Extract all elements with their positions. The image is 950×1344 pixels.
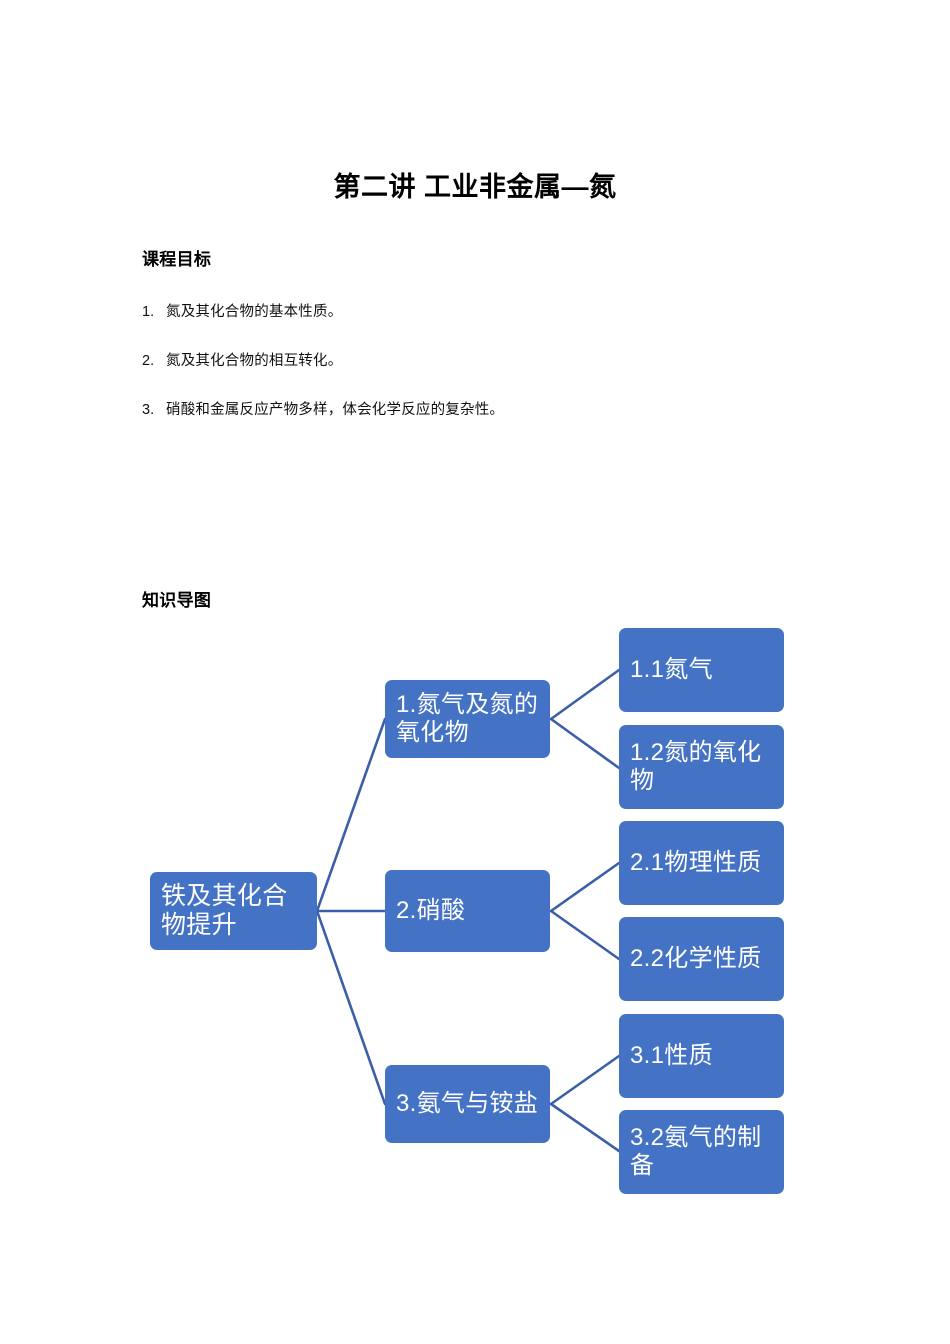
list-item-number: 1. (142, 304, 155, 320)
list-item-number: 3. (142, 401, 155, 418)
mindmap-node-branch-3[interactable]: 3.氨气与铵盐 (385, 1065, 550, 1143)
mindmap-node-label: 2.硝酸 (396, 896, 466, 924)
connector-branch-2-to-child-2 (549, 909, 621, 961)
connector-branch-1-to-child-2 (549, 717, 621, 770)
mindmap-node-label: 1.氮气及氮的氧化物 (396, 690, 539, 746)
connector-branch-3-to-child-1 (549, 1054, 621, 1106)
connector-root-to-branch-3 (315, 909, 387, 1106)
mindmap-node-label: 2.1物理性质 (630, 848, 762, 876)
mindmap-node-branch-2-child-1[interactable]: 2.1物理性质 (619, 821, 784, 905)
course-goals-list: 1. 氮及其化合物的基本性质。 2. 氮及其化合物的相互转化。 3. 硝酸和金属… (142, 302, 802, 448)
mindmap-node-label: 1.1氮气 (630, 655, 713, 683)
mindmap-node-label: 3.氨气与铵盐 (396, 1089, 539, 1117)
list-item: 2. 氮及其化合物的相互转化。 (142, 351, 802, 373)
mindmap-node-label: 3.1性质 (630, 1041, 713, 1069)
connector-branch-1-to-child-1 (549, 668, 621, 721)
mindmap-node-branch-1-child-2[interactable]: 1.2氮的氧化物 (619, 725, 784, 809)
mindmap-node-root[interactable]: 铁及其化合物提升 (150, 872, 317, 950)
list-item: 1. 氮及其化合物的基本性质。 (142, 302, 802, 324)
connector-root-to-branch-1 (315, 717, 387, 913)
mindmap-node-label: 3.2氨气的制备 (630, 1123, 762, 1179)
mindmap-node-branch-2-child-2[interactable]: 2.2化学性质 (619, 917, 784, 1001)
mindmap-node-branch-2[interactable]: 2.硝酸 (385, 870, 550, 952)
list-item-text: 氮及其化合物的基本性质。 (166, 304, 343, 320)
list-item: 3. 硝酸和金属反应产物多样，体会化学反应的复杂性。 (142, 400, 802, 422)
page-title: 第二讲 工业非金属—氮 (333, 172, 617, 203)
mindmap-node-branch-3-child-2[interactable]: 3.2氨气的制备 (619, 1110, 784, 1194)
mindmap-node-branch-1-child-1[interactable]: 1.1氮气 (619, 628, 784, 712)
mindmap-node-label: 2.2化学性质 (630, 944, 762, 972)
mindmap-node-branch-1[interactable]: 1.氮气及氮的氧化物 (385, 680, 550, 758)
section-heading-knowledge-map: 知识导图 (142, 591, 212, 611)
section-heading-course-goals: 课程目标 (142, 250, 212, 270)
list-item-text: 氮及其化合物的相互转化。 (166, 352, 343, 369)
knowledge-mindmap: 铁及其化合物提升 1.氮气及氮的氧化物 2.硝酸 3.氨气与铵盐 1.1氮气 1… (0, 600, 950, 1220)
mindmap-node-label: 铁及其化合物提升 (161, 881, 288, 940)
mindmap-node-label: 1.2氮的氧化物 (630, 738, 762, 794)
connector-branch-3-to-child-2 (549, 1102, 621, 1153)
mindmap-node-branch-3-child-1[interactable]: 3.1性质 (619, 1014, 784, 1098)
connector-branch-2-to-child-1 (549, 861, 621, 913)
list-item-text: 硝酸和金属反应产物多样，体会化学反应的复杂性。 (166, 401, 505, 418)
list-item-number: 2. (142, 352, 155, 369)
